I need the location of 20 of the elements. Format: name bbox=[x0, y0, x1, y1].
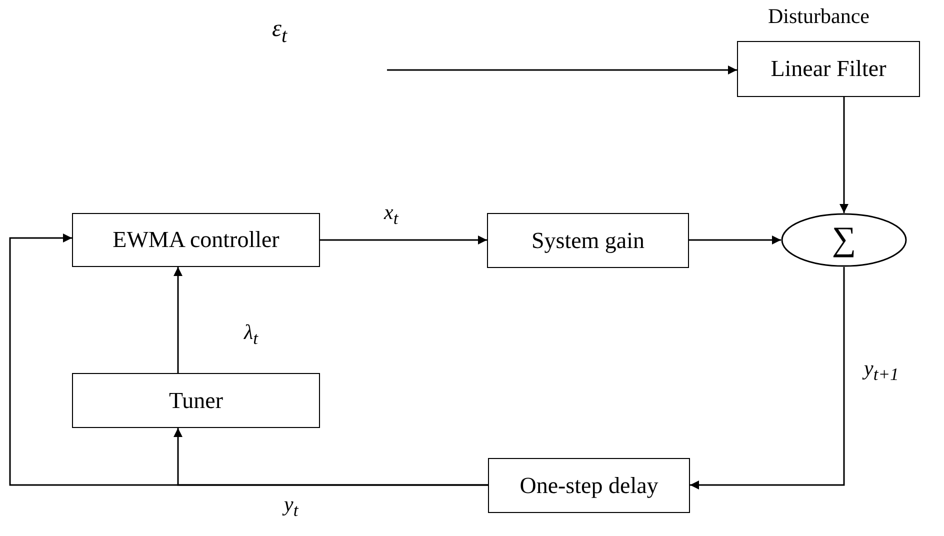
summing-junction bbox=[781, 213, 907, 267]
process-box bbox=[72, 373, 320, 428]
process-box bbox=[737, 41, 920, 97]
box-label: Tuner bbox=[168, 388, 224, 414]
box-label: System gain bbox=[531, 228, 645, 254]
block-caption: Disturbance bbox=[768, 4, 870, 29]
box-label: Linear Filter bbox=[770, 56, 886, 82]
arrow bbox=[840, 97, 848, 213]
process-box bbox=[72, 213, 320, 267]
arrow bbox=[387, 66, 737, 74]
arrow bbox=[689, 236, 781, 244]
box-label: EWMA controller bbox=[112, 227, 280, 253]
process-box bbox=[488, 458, 690, 513]
arrow bbox=[174, 428, 488, 486]
arrow bbox=[690, 267, 845, 490]
arrow bbox=[320, 236, 487, 244]
process-box bbox=[487, 213, 689, 268]
sum-symbol: ∑ bbox=[832, 221, 856, 259]
arrow bbox=[174, 267, 182, 373]
box-label: One-step delay bbox=[520, 472, 658, 498]
